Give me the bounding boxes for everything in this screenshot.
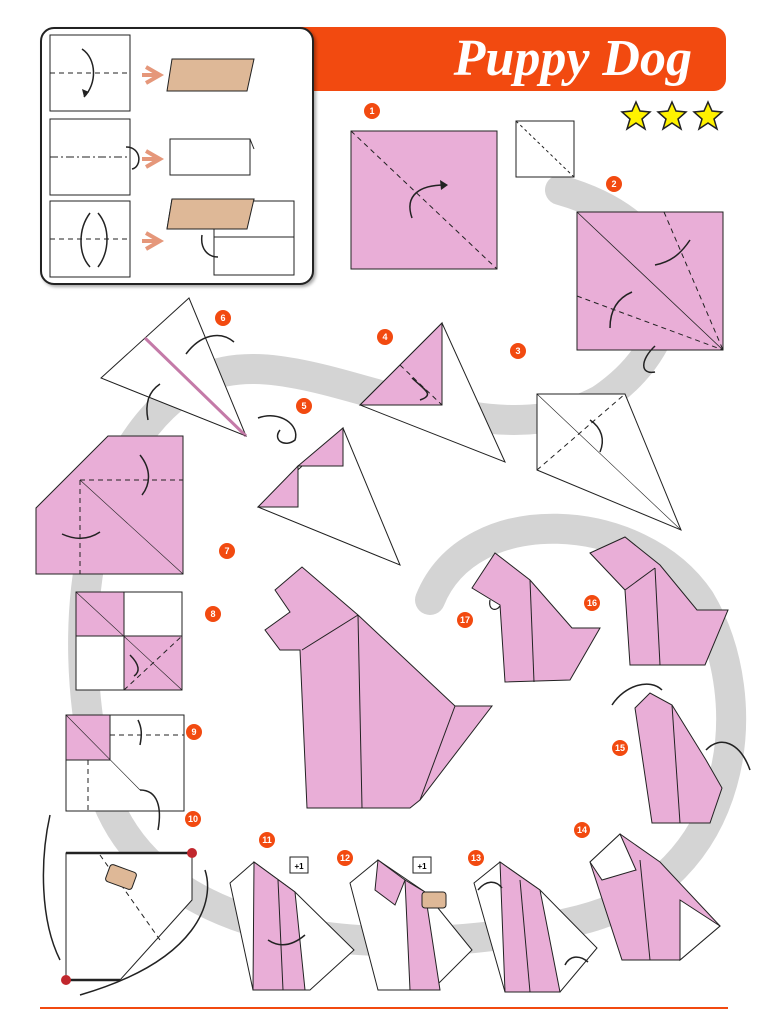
step-16-diagram xyxy=(589,536,729,666)
step-13-diagram xyxy=(473,861,598,993)
legend-valley-fold xyxy=(49,34,255,112)
step-badge: 17 xyxy=(457,612,473,628)
step-6-diagram xyxy=(100,297,248,438)
step-badge: 6 xyxy=(215,310,231,326)
step-badge: 16 xyxy=(584,595,600,611)
step-1-diagram xyxy=(350,120,575,270)
step-15-diagram xyxy=(611,683,751,824)
step-3-diagram xyxy=(536,393,682,531)
step-badge: 8 xyxy=(205,606,221,622)
step-5-diagram xyxy=(256,415,401,566)
step-12-diagram: +1 xyxy=(349,856,473,991)
legend-mountain-fold xyxy=(49,118,255,196)
step-badge: 11 xyxy=(259,832,275,848)
step-badge: 5 xyxy=(296,398,312,414)
step-badge: 1 xyxy=(364,103,380,119)
step-badge: 3 xyxy=(510,343,526,359)
step-7-dog xyxy=(264,566,494,809)
page-title: Puppy Dog xyxy=(453,30,692,87)
step-9-diagram xyxy=(65,714,185,831)
step-badge: 4 xyxy=(377,329,393,345)
step-14-diagram xyxy=(589,833,721,962)
repeat-count: +1 xyxy=(294,862,304,871)
fold-legend xyxy=(40,27,314,285)
legend-drawing xyxy=(49,34,295,278)
repeat-count: +1 xyxy=(417,862,427,871)
step-7-square xyxy=(35,435,184,575)
step-badge: 9 xyxy=(186,724,202,740)
step-badge: 10 xyxy=(185,811,201,827)
step-11-diagram: +1 xyxy=(229,856,355,991)
step-badge: 7 xyxy=(219,543,235,559)
step-badge: 13 xyxy=(468,850,484,866)
footer-rule xyxy=(40,1007,728,1009)
step-4-diagram xyxy=(358,321,506,463)
step-2-diagram xyxy=(576,211,724,374)
step-badge: 15 xyxy=(612,740,628,756)
legend-fold-and-unfold xyxy=(49,198,295,278)
step-badge: 2 xyxy=(606,176,622,192)
title-banner: Puppy Dog xyxy=(300,27,726,91)
step-8-diagram xyxy=(75,591,183,691)
step-badge: 12 xyxy=(337,850,353,866)
step-17-diagram xyxy=(471,552,601,683)
step-10-diagram xyxy=(42,814,209,996)
step-badge: 14 xyxy=(574,822,590,838)
